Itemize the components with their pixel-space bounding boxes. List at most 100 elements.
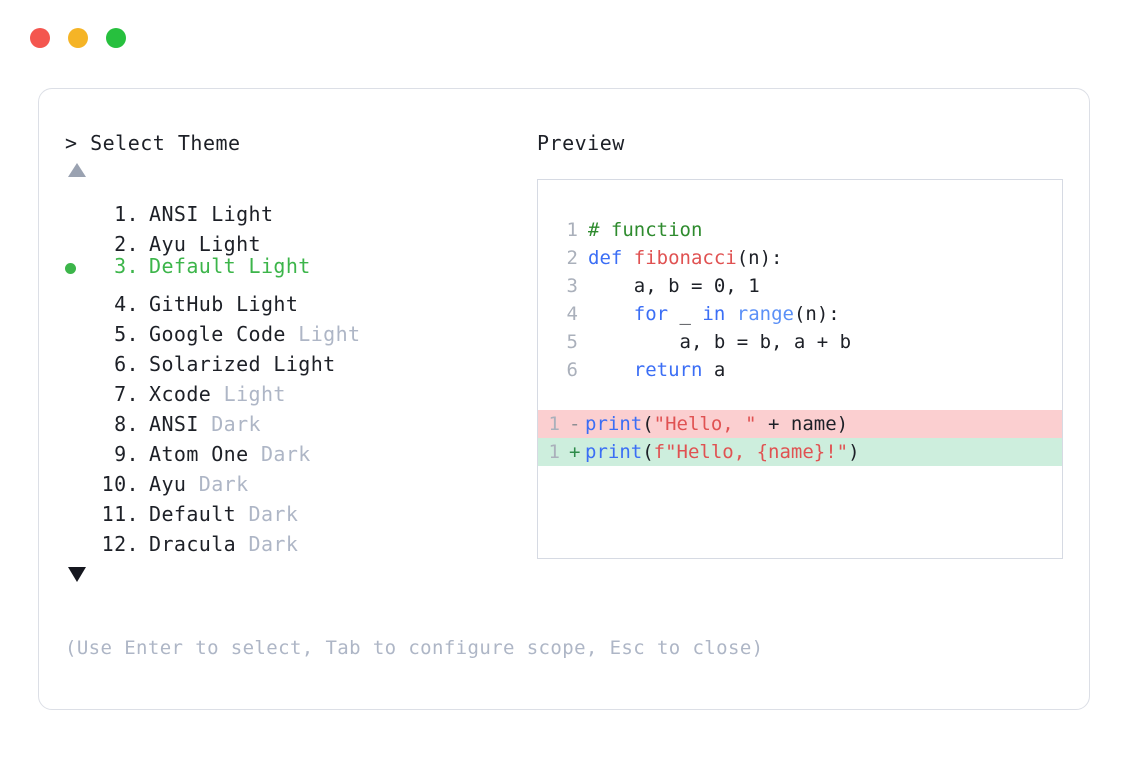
code-token: _: [668, 303, 703, 325]
theme-item-index: 10.: [101, 472, 139, 496]
theme-list-item[interactable]: 11. Default Dark: [65, 491, 535, 526]
theme-item-variant: Dark: [211, 412, 261, 436]
theme-item-name: Google Code: [149, 322, 299, 346]
line-number: 2: [566, 247, 578, 269]
theme-list-item[interactable]: 5.Google Code Light: [65, 311, 535, 346]
theme-list-item[interactable]: 1. ANSI Light: [65, 191, 535, 226]
theme-list-item[interactable]: 8. ANSI Dark: [65, 401, 535, 436]
diff-line-minus: 1-print("Hello, " + name): [538, 410, 1062, 438]
code-token: + name): [756, 413, 849, 435]
diff-block: 1-print("Hello, " + name)1+print(f"Hello…: [538, 410, 1062, 466]
code-token: fibonacci: [633, 247, 737, 269]
theme-list-item[interactable]: 10. Ayu Dark: [65, 461, 535, 496]
theme-item-index: 6.: [114, 352, 139, 376]
theme-item-index: 1.: [114, 202, 139, 226]
selection-bullet-cell: [65, 311, 91, 341]
theme-list-item[interactable]: 3.Default Light: [65, 251, 535, 281]
theme-list-item[interactable]: 6.Solarized Light: [65, 341, 535, 376]
theme-item-variant: Light: [273, 352, 336, 376]
theme-list-item[interactable]: 4.GitHub Light: [65, 281, 535, 316]
code-line: 1# function: [538, 216, 1062, 244]
theme-item-variant: Light: [236, 292, 299, 316]
theme-item-variant: Light: [248, 254, 311, 278]
diff-line-number: 1: [548, 413, 560, 435]
code-token: (n):: [793, 303, 840, 325]
theme-item-variant: Light: [298, 322, 361, 346]
code-token: ,: [725, 275, 749, 297]
theme-item-name: ANSI: [149, 412, 212, 436]
theme-item-variant: Light: [198, 232, 261, 256]
diff-line-plus: 1+print(f"Hello, {name}!"): [538, 438, 1062, 466]
theme-item-name: Xcode: [149, 382, 224, 406]
theme-item-variant: Light: [211, 202, 274, 226]
preview-title: Preview: [537, 131, 625, 155]
selection-bullet-cell: [65, 521, 91, 551]
theme-item-variant: Dark: [248, 502, 299, 526]
code-token: [588, 300, 634, 328]
theme-item-index: 8.: [114, 412, 139, 436]
code-token: (: [642, 413, 654, 435]
minimize-button[interactable]: [68, 28, 88, 48]
code-token: 0: [713, 275, 726, 297]
theme-item-name: ANSI: [149, 202, 212, 226]
selection-bullet-cell: [65, 401, 91, 431]
theme-item-name: Ayu: [149, 232, 199, 256]
theme-item-index: 11.: [101, 502, 139, 526]
line-number: 3: [566, 275, 578, 297]
code-token: for: [633, 303, 669, 325]
close-button[interactable]: [30, 28, 50, 48]
code-token: [725, 300, 736, 328]
code-token: 1: [748, 275, 760, 297]
theme-list-item[interactable]: 2. Ayu Light: [65, 221, 535, 256]
selected-dot-icon: [65, 263, 76, 274]
selection-bullet-cell: [65, 253, 91, 283]
theme-item-name: Ayu: [149, 472, 199, 496]
code-token: "Hello, ": [653, 413, 757, 435]
theme-item-index: 9.: [114, 442, 139, 466]
code-token: [588, 356, 634, 384]
code-line: 5 a, b = b, a + b: [538, 328, 1062, 356]
code-token: print: [585, 441, 643, 463]
maximize-button[interactable]: [106, 28, 126, 48]
theme-list-item[interactable]: 9. Atom One Dark: [65, 431, 535, 466]
triangle-up-icon[interactable]: [68, 163, 86, 177]
theme-item-name: Default: [149, 502, 249, 526]
selection-bullet-cell: [65, 341, 91, 371]
selection-bullet-cell: [65, 491, 91, 521]
theme-item-variant: Dark: [248, 532, 299, 556]
line-number: 6: [566, 359, 578, 381]
code-token: a, b =: [588, 275, 714, 297]
theme-item-name: Atom One: [149, 442, 261, 466]
selection-bullet-cell: [65, 191, 91, 221]
selection-bullet-cell: [65, 431, 91, 461]
code-token: (: [642, 441, 654, 463]
code-token: ): [848, 441, 860, 463]
theme-item-name: GitHub: [149, 292, 237, 316]
selection-bullet-cell: [65, 371, 91, 401]
code-token: print: [585, 413, 643, 435]
theme-item-index: 2.: [114, 232, 139, 256]
theme-list-item[interactable]: 12.Dracula Dark: [65, 521, 535, 556]
theme-item-variant: Dark: [198, 472, 249, 496]
code-line: 4 for _ in range(n):: [538, 300, 1062, 328]
code-token: f"Hello, {name}!": [653, 441, 849, 463]
theme-item-name: Default: [149, 254, 249, 278]
triangle-down-icon[interactable]: [68, 567, 86, 582]
theme-item-index: 7.: [114, 382, 139, 406]
theme-item-index: 12.: [101, 532, 139, 556]
keyboard-hint: (Use Enter to select, Tab to configure s…: [65, 637, 764, 659]
theme-item-variant: Dark: [260, 442, 311, 466]
selection-bullet-cell: [65, 461, 91, 491]
theme-list-item[interactable]: 7.Xcode Light: [65, 371, 535, 406]
line-number: 4: [566, 303, 578, 325]
code-token: # function: [588, 219, 703, 241]
code-token: return: [633, 359, 703, 381]
diff-sign: +: [569, 441, 581, 463]
